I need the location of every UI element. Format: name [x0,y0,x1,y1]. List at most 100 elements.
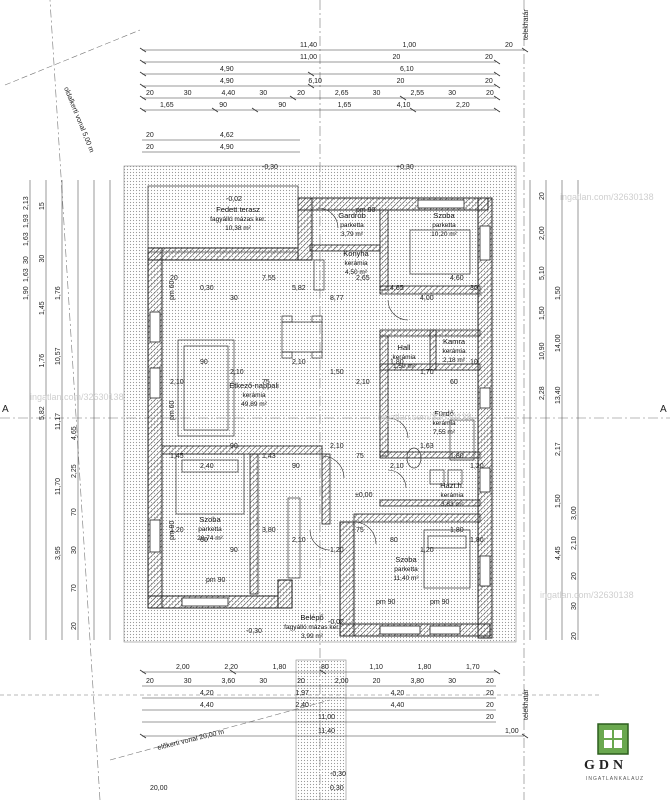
dim-interior-16: 1,50 [330,369,344,376]
dim-right-a-1: 2,00 [539,226,546,240]
dim-interior-31: 1,80 [450,453,464,460]
level-mark-terrace: -0,02 [226,196,242,203]
room-floor-bedroom1: parketta [432,222,456,229]
section-mark-right: A [660,404,667,415]
boundary-label-bottom: telekhatár [523,689,530,720]
room-floor-bedroom3: parketta [394,566,418,573]
pm90-bedroom1: pm 90 [356,207,376,214]
dim-top-7-1: 20 [146,132,154,139]
windows [149,199,491,635]
dim-interior-27: 2,10 [330,443,344,450]
dim-top-5-0: 20 [146,90,154,97]
dim-right-c-2: 20 [571,572,578,580]
dim-interior-4: 5,82 [292,285,306,292]
dim-bot-4-3: 20 [486,702,494,709]
room-labels: Fedett terasz fagyálló mázas ker. 10,38 m²… [197,205,466,640]
dim-bot-2-1: 30 [184,678,192,685]
room-floor-bath: kerámia [432,420,456,427]
dim-right-a-0: 20 [539,192,546,200]
room-area-bedroom2: 20,74 m² [197,535,223,542]
dim-left-d-1: 2,25 [71,464,78,478]
dim-interior-23: 2,40 [200,463,214,470]
dim-top-8-1: 20 [146,144,154,151]
room-floor-pantry: kerámia [442,348,466,355]
boundary-label-top: telekhatár [523,9,530,40]
dim-left-b-0: 15 [39,202,46,210]
dim-interior-24: 90 [230,443,238,450]
dim-left-a-0: 2,13 [23,196,30,210]
dim-interior-28: 75 [356,453,364,460]
dim-bot-4-2: 4,40 [391,702,405,709]
dim-top-5-2: 4,40 [222,90,236,97]
company-subtitle: INGATLANKALAUZ [586,776,645,782]
room-floor-bedroom2: parketta [198,526,222,533]
dim-interior-6: 2,65 [356,275,370,282]
dim-top-2-1: 20 [393,54,401,61]
room-name-bedroom1: Szoba [433,211,455,220]
dim-interior-8: 4,00 [420,295,434,302]
dim-interior-5: 8,77 [330,295,344,302]
dim-top-5-1: 30 [184,90,192,97]
room-name-utility: Házt.h. [440,481,464,490]
dim-top-6-2: 90 [278,102,286,109]
dim-interior-18: 1,80 [390,359,404,366]
pm90-bedroom2: pm 90 [206,577,226,584]
room-floor-terrace: fagyálló mázas ker. [210,216,266,223]
dim-bot-1-4: 1,10 [369,664,383,671]
dim-bot-7-0: 20,00 [150,785,168,792]
dim-top-2-0: 11,00 [300,54,317,61]
room-area-entry: 3,99 m² [301,633,324,640]
dim-bot-1-5: 1,80 [418,664,432,671]
pm90-bedroom3b: pm 90 [430,599,450,606]
room-area-pantry: 2,18 m² [443,357,466,364]
dim-interior-42: 1,80 [450,527,464,534]
dim-bot-3-3: 20 [486,690,494,697]
room-area-terrace: 10,38 m² [225,225,251,232]
room-name-terrace: Fedett terasz [216,205,260,214]
room-name-kitchen: Konyha [343,249,369,258]
dim-bot-2-8: 30 [448,678,456,685]
dim-right-a-2: 5,10 [539,266,546,280]
room-floor-utility: kerámia [440,492,464,499]
room-area-bath: 7,55 m² [433,429,456,436]
dim-top-6-0: 1,65 [160,102,174,109]
watermark-2: ingatlan.com/32630138 [560,192,654,202]
walkway [295,659,347,800]
dim-right-b-5: 4,45 [555,546,562,560]
dim-left-a-3: 30 [23,256,30,264]
dim-interior-37: 2,10 [292,537,306,544]
dim-top-4-1: 6,10 [308,78,322,85]
paving [123,165,517,643]
dim-top-3-0: 4,90 [220,66,234,73]
dim-bot-2-7: 3,80 [410,678,424,685]
dim-interior-15: 2,10 [292,359,306,366]
dim-bot-5-0: 11,00 [318,714,335,721]
level-mark-entry: -0,30 [246,628,262,635]
dim-bot-6-1: 1,00 [505,728,519,735]
dim-bot-2-2: 3,60 [222,678,236,685]
room-name-bath: Fürdő [434,409,454,418]
side-setback-label: oldalkerti vonal 5,00 m [62,86,95,154]
dim-bot-3-1: 1,97 [295,690,309,697]
room-floor-entry: fagyálló mázas ker. [284,624,340,631]
dimension-lines [29,49,579,737]
dim-left-d-3: 30 [71,546,78,554]
dim-bot-6-0: 11,40 [318,728,335,735]
dim-right-a-5: 2,28 [539,386,546,400]
dim-left-d-5: 20 [71,622,78,630]
dim-interior-25: 1,43 [262,453,276,460]
dim-bot-2-4: 20 [297,678,305,685]
dim-left-b-1: 30 [39,255,46,263]
room-name-entry: Belépő [300,613,323,622]
room-area-wardrobe: 3,79 m² [341,231,364,238]
dim-bot-3-0: 4,20 [200,690,214,697]
dim-left-a-5: 1,90 [23,286,30,300]
dim-interior-32: 1,20 [470,463,484,470]
dim-interior-29: 2,10 [390,463,404,470]
dim-right-b-1: 14,00 [555,334,562,352]
dim-bot-1-0: 2,00 [176,664,190,671]
dim-interior-20: 60 [450,379,458,386]
dim-bot-2-0: 20 [146,678,154,685]
dimension-ticks [139,47,529,739]
dim-interior-11: 2,10 [170,379,184,386]
